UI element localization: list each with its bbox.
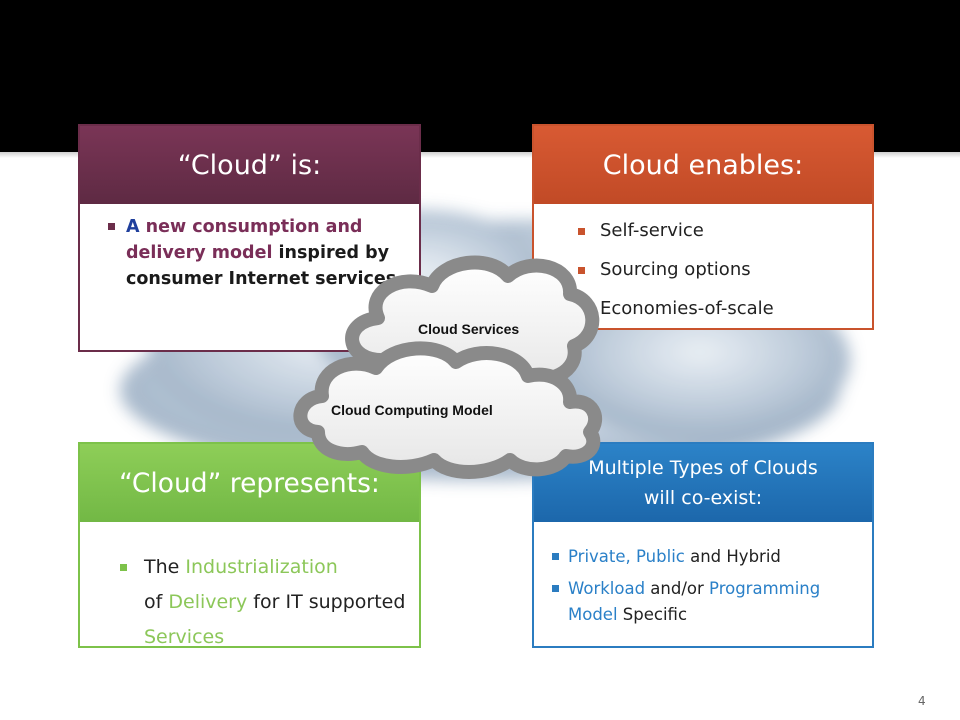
cloud-is-body: A new consumption and delivery model ins…: [80, 206, 419, 350]
square-bullet-icon: [552, 585, 559, 592]
page-number: 4: [918, 694, 926, 708]
cloud-types-title-line2: will co-exist:: [643, 487, 763, 509]
square-bullet-icon: [578, 228, 585, 235]
cloud-types-title-line1: Multiple Types of Clouds: [588, 457, 818, 479]
body-text: The: [144, 556, 180, 578]
body-text: of: [144, 591, 163, 613]
list-item: A new consumption and delivery model ins…: [106, 214, 419, 292]
list-item-text: Economies-of-scale: [600, 298, 774, 319]
cloud-represents-body: The Industrialization of Delivery for IT…: [80, 524, 419, 648]
cloud-is-title: “Cloud” is:: [80, 126, 419, 204]
highlight-text: Programming Model: [568, 579, 821, 624]
list-item: The Industrialization of Delivery for IT…: [118, 550, 419, 655]
highlight-text: Workload: [568, 579, 646, 598]
highlight-text: Delivery: [168, 591, 248, 613]
body-text: Specific: [622, 605, 688, 624]
cloud-services-label: Cloud Services: [418, 321, 520, 337]
list-item: Workload and/or Programming Model Specif…: [550, 576, 872, 628]
body-text: inspired by consumer Internet services.: [126, 243, 403, 289]
cloud-types-list: Private, Public and Hybrid Workload and/…: [550, 544, 872, 628]
square-bullet-icon: [578, 267, 585, 274]
title-bar-underline: [0, 152, 960, 158]
cloud-is-list: A new consumption and delivery model ins…: [106, 214, 419, 292]
cloud-enables-body: Self-service Sourcing options Economies-…: [534, 206, 872, 328]
highlight-text: Private, Public: [568, 547, 685, 566]
cloud-types-body: Private, Public and Hybrid Workload and/…: [534, 524, 872, 646]
body-text: and/or: [650, 579, 704, 598]
cloud-represents-list: The Industrialization of Delivery for IT…: [118, 550, 419, 655]
list-item: Sourcing options: [576, 257, 872, 283]
list-item-text: Sourcing options: [600, 259, 751, 280]
highlight-text: Industrialization: [185, 556, 338, 578]
cloud-enables-panel: Cloud enables: Self-service Sourcing opt…: [532, 124, 874, 330]
lower-cloud-shape: [293, 341, 603, 479]
cloud-enables-list: Self-service Sourcing options Economies-…: [576, 218, 872, 322]
cloud-is-panel: “Cloud” is: A new consumption and delive…: [78, 124, 421, 352]
highlight-text: new consumption and delivery model: [126, 217, 363, 263]
body-text: for IT supported: [253, 591, 406, 613]
body-text: and Hybrid: [690, 547, 781, 566]
highlight-text: Services: [144, 626, 225, 648]
cloud-computing-model-label: Cloud Computing Model: [331, 402, 493, 418]
highlight-text: A: [126, 217, 140, 237]
square-bullet-icon: [108, 223, 115, 230]
list-item: Self-service: [576, 218, 872, 244]
square-bullet-icon: [120, 564, 127, 571]
list-item-text: Self-service: [600, 220, 704, 241]
cloud-enables-title: Cloud enables:: [534, 126, 872, 204]
square-bullet-icon: [552, 553, 559, 560]
list-item: Private, Public and Hybrid: [550, 544, 872, 570]
